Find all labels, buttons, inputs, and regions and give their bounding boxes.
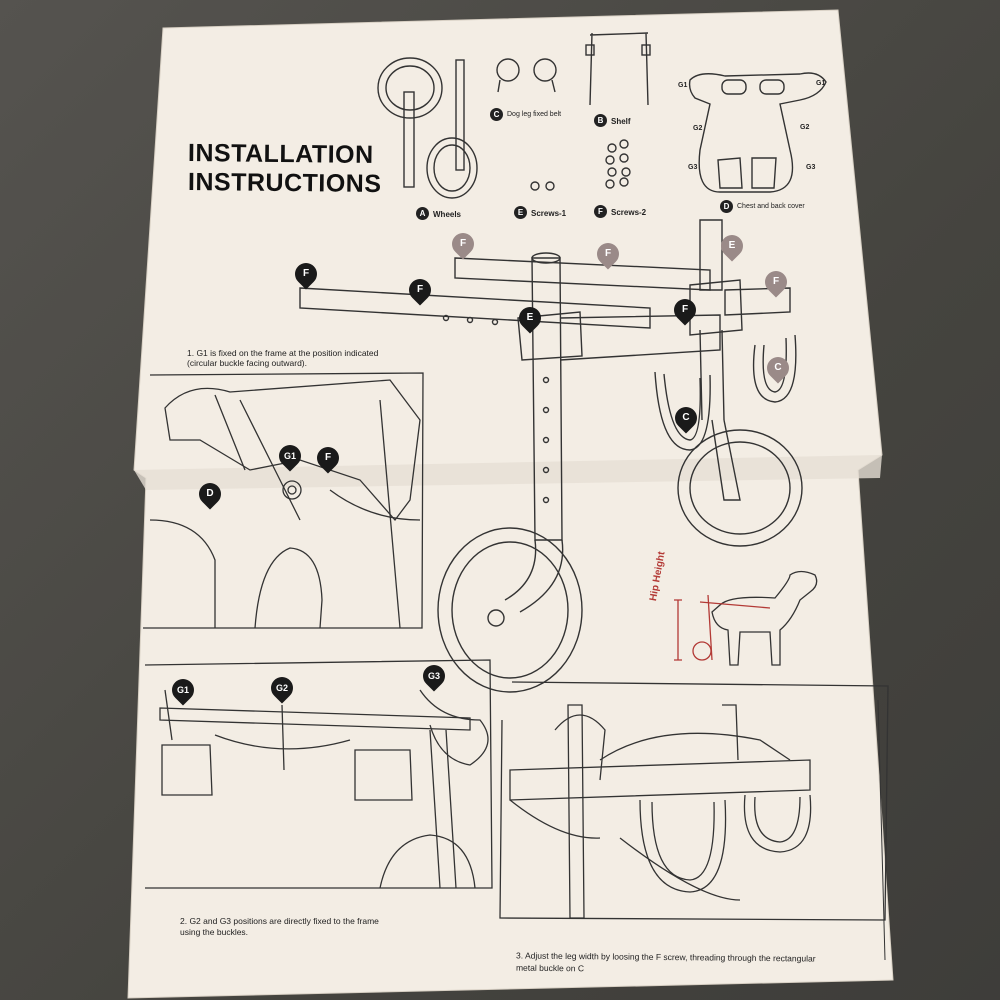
page-title-line-2: INSTRUCTIONS [187,167,382,199]
page-title-line-1: INSTALLATION [187,139,374,169]
part-name-wheels: Wheels [433,210,462,219]
part-code-f: F [594,205,607,218]
cover-g2-right: G2 [800,124,810,131]
cover-g2-left: G2 [693,125,703,132]
cover-g1-left: G1 [678,82,688,89]
part-code-e: E [514,206,527,219]
step-2-caption-line-2: using the buckles. [180,927,249,937]
cover-g3-right: G3 [806,164,816,171]
part-code-d: D [720,200,733,213]
step-1-caption: 1. G1 is fixed on the frame at the posit… [187,348,379,368]
cover-g1-right: G1 [816,80,826,87]
part-code-a: A [416,207,429,220]
part-code-b: B [594,114,607,127]
part-name-screws-2: Screws-2 [611,208,647,217]
part-name-leg-belt: Dog leg fixed belt [507,111,562,118]
part-name-cover: Chest and back cover [737,203,805,210]
cover-g3-left: G3 [688,164,698,171]
part-name-screws-1: Screws-1 [531,209,567,218]
part-code-c: C [490,108,503,121]
step-2-caption-line-1: 2. G2 and G3 positions are directly fixe… [180,916,379,926]
step-3-caption-line-2: metal buckle on C [515,962,585,974]
part-name-shelf: Shelf [611,117,631,126]
